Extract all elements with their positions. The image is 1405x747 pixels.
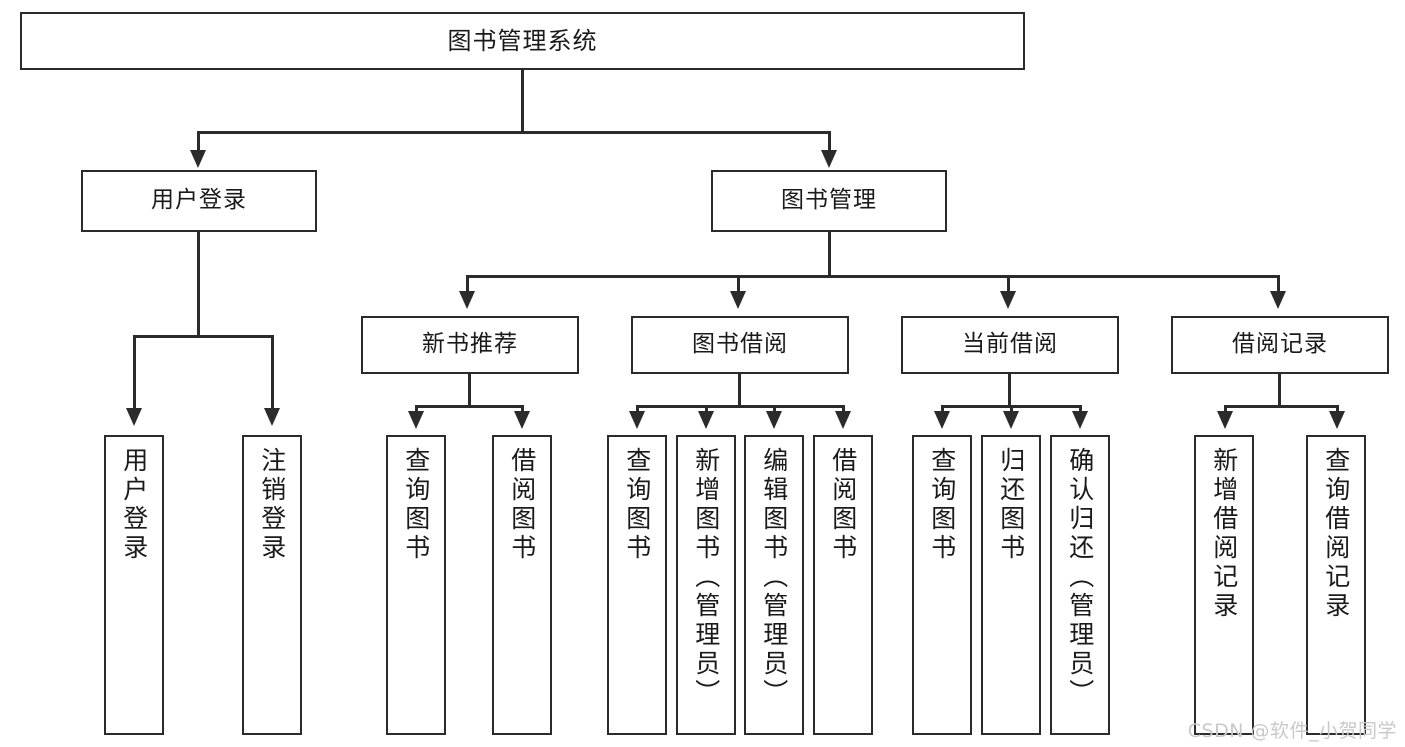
node-label: 查询图书 xyxy=(401,447,431,563)
connector-new-book-stem xyxy=(468,374,471,407)
connector-new-book-bar xyxy=(415,405,524,408)
connector-root-to-user-login xyxy=(197,131,200,154)
arrowhead-down-icon xyxy=(459,291,475,309)
leaf-borrow-record-add[interactable]: 新增借阅记录 xyxy=(1194,435,1254,735)
node-book-borrow[interactable]: 图书借阅 xyxy=(631,316,849,374)
leaf-current-borrow-return[interactable]: 归还图书 xyxy=(981,435,1041,735)
arrowhead-down-icon xyxy=(934,411,950,429)
connector-user-login-stem xyxy=(197,232,200,337)
node-label: 确认归还（管理员） xyxy=(1065,447,1095,708)
connector-root-bar xyxy=(197,131,831,134)
node-label: 查询图书 xyxy=(622,447,652,563)
node-new-book-recommend[interactable]: 新书推荐 xyxy=(361,316,579,374)
connector-book-borrow-child-3 xyxy=(773,405,776,413)
arrowhead-down-icon xyxy=(766,411,782,429)
node-label: 用户登录 xyxy=(151,187,247,214)
connector-borrow-record-child-1 xyxy=(1224,405,1227,413)
node-label: 图书管理 xyxy=(781,187,877,214)
arrowhead-down-icon xyxy=(698,411,714,429)
leaf-user-login-logout[interactable]: 注销登录 xyxy=(242,435,302,735)
leaf-current-borrow-confirm[interactable]: 确认归还（管理员） xyxy=(1050,435,1110,735)
connector-to-current-borrow xyxy=(1007,275,1010,293)
connector-book-manage-bar xyxy=(466,275,1280,278)
arrowhead-down-icon xyxy=(629,411,645,429)
node-borrow-record[interactable]: 借阅记录 xyxy=(1171,316,1389,374)
arrowhead-down-icon xyxy=(1072,411,1088,429)
connector-current-borrow-child-1 xyxy=(941,405,944,413)
connector-book-borrow-child-2 xyxy=(705,405,708,413)
connector-book-borrow-stem xyxy=(738,374,741,407)
node-label: 图书管理系统 xyxy=(447,26,598,55)
connector-new-book-child-2 xyxy=(521,405,524,413)
connector-book-borrow-bar xyxy=(636,405,845,408)
arrowhead-down-icon xyxy=(1000,291,1016,309)
connector-borrow-record-stem xyxy=(1278,374,1281,407)
connector-current-borrow-child-2 xyxy=(1010,405,1013,413)
leaf-current-borrow-query[interactable]: 查询图书 xyxy=(912,435,972,735)
connector-to-book-borrow xyxy=(737,275,740,293)
connector-book-borrow-child-1 xyxy=(636,405,639,413)
connector-borrow-record-bar xyxy=(1224,405,1339,408)
node-current-borrow[interactable]: 当前借阅 xyxy=(901,316,1119,374)
connector-new-book-child-1 xyxy=(415,405,418,413)
node-label: 借阅记录 xyxy=(1232,331,1328,358)
arrowhead-down-icon xyxy=(1217,411,1233,429)
connector-book-borrow-child-4 xyxy=(842,405,845,413)
connector-book-manage-stem xyxy=(828,232,831,277)
leaf-book-borrow-borrow[interactable]: 借阅图书 xyxy=(813,435,873,735)
node-label: 用户登录 xyxy=(119,447,149,563)
connector-root-stem xyxy=(521,70,524,132)
arrowhead-down-icon xyxy=(514,411,530,429)
arrowhead-down-icon xyxy=(835,411,851,429)
node-label: 注销登录 xyxy=(257,447,287,563)
node-book-management[interactable]: 图书管理 xyxy=(711,170,947,232)
connector-user-login-child-1 xyxy=(133,335,136,411)
leaf-book-borrow-query[interactable]: 查询图书 xyxy=(607,435,667,735)
node-label: 查询图书 xyxy=(927,447,957,563)
node-user-login[interactable]: 用户登录 xyxy=(81,170,317,232)
leaf-borrow-record-query[interactable]: 查询借阅记录 xyxy=(1306,435,1366,735)
arrowhead-down-icon xyxy=(126,408,142,426)
arrowhead-down-icon xyxy=(408,411,424,429)
arrowhead-down-icon xyxy=(1329,411,1345,429)
node-label: 新增图书（管理员） xyxy=(691,447,721,708)
connector-to-new-book xyxy=(466,275,469,293)
leaf-user-login-login[interactable]: 用户登录 xyxy=(104,435,164,735)
connector-current-borrow-stem xyxy=(1008,374,1011,407)
node-label: 借阅图书 xyxy=(507,447,537,563)
arrowhead-down-icon xyxy=(730,291,746,309)
node-label: 编辑图书（管理员） xyxy=(759,447,789,708)
connector-borrow-record-child-2 xyxy=(1336,405,1339,413)
node-label: 新增借阅记录 xyxy=(1209,447,1239,621)
connector-to-borrow-record xyxy=(1277,275,1280,293)
watermark-text: CSDN @软件_小贺同学 xyxy=(1187,720,1397,742)
connector-user-login-bar xyxy=(133,335,274,338)
leaf-new-book-query[interactable]: 查询图书 xyxy=(386,435,446,735)
arrowhead-down-icon xyxy=(1003,411,1019,429)
leaf-book-borrow-add[interactable]: 新增图书（管理员） xyxy=(676,435,736,735)
arrowhead-down-icon xyxy=(821,150,837,168)
node-label: 归还图书 xyxy=(996,447,1026,563)
connector-current-borrow-child-3 xyxy=(1079,405,1082,413)
connector-root-to-book-manage xyxy=(828,131,831,154)
node-label: 图书借阅 xyxy=(692,331,788,358)
connector-user-login-child-2 xyxy=(271,335,274,411)
leaf-new-book-borrow[interactable]: 借阅图书 xyxy=(492,435,552,735)
leaf-book-borrow-edit[interactable]: 编辑图书（管理员） xyxy=(744,435,804,735)
arrowhead-down-icon xyxy=(264,408,280,426)
node-label: 查询借阅记录 xyxy=(1321,447,1351,621)
arrowhead-down-icon xyxy=(190,150,206,168)
node-label: 新书推荐 xyxy=(422,331,518,358)
node-root-system[interactable]: 图书管理系统 xyxy=(20,12,1025,70)
node-label: 借阅图书 xyxy=(828,447,858,563)
arrowhead-down-icon xyxy=(1270,291,1286,309)
node-label: 当前借阅 xyxy=(962,331,1058,358)
